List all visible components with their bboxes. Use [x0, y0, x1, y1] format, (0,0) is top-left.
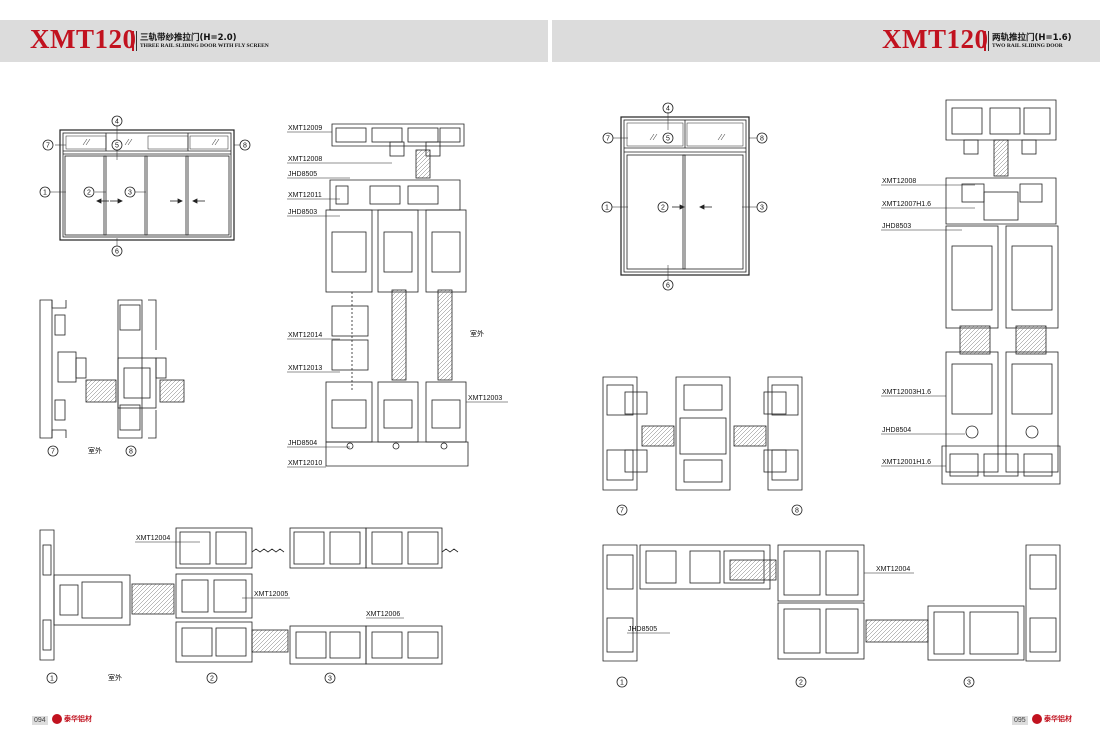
r-label-JHD8505: JHD8505: [628, 626, 657, 633]
r-label-XMT12007H1.6: XMT12007H1.6: [882, 201, 931, 208]
label-JHD8503: JHD8503: [288, 209, 317, 216]
r-detail-callout-8-text: 8: [795, 508, 799, 515]
label-JHD8505: JHD8505: [288, 171, 317, 178]
label-XMT12003: XMT12003: [468, 395, 502, 402]
callout-5: [111, 139, 123, 151]
left-horizontal-outdoor-label: 室外: [108, 673, 122, 682]
r-section-callout-2-text: 2: [799, 680, 803, 687]
callout-1: [39, 186, 51, 198]
right-horizontal-section: [602, 544, 1061, 662]
right-title-en: TWO RAIL SLIDING DOOR: [992, 43, 1063, 49]
r-label-XMT12008: XMT12008: [882, 178, 916, 185]
r-label-XMT12003H1.6: XMT12003H1.6: [882, 389, 931, 396]
left-section-outdoor-label: 室外: [470, 329, 484, 338]
left-title-en: THREE RAIL SLIDING DOOR WITH FLY SCREEN: [140, 43, 269, 49]
label-XMT12011: XMT12011: [288, 192, 322, 199]
r-detail-callout-7-text: 7: [620, 508, 624, 515]
r-callout-5-text: 5: [666, 136, 670, 143]
r-label-JHD8504: JHD8504: [882, 427, 911, 434]
label-XMT12010: XMT12010: [288, 460, 322, 467]
left-title-separator: [132, 31, 134, 51]
detail-callout-8-text: 8: [129, 449, 133, 456]
right-detail-callouts: [616, 504, 803, 516]
right-horizontal-leaders: [627, 572, 914, 634]
callout-2-text: 2: [87, 190, 91, 197]
brand-name-right: 泰华铝材: [1044, 715, 1072, 723]
left-elevation: [50, 125, 240, 246]
callout-6: [111, 245, 123, 257]
right-elevation-callouts: [601, 102, 768, 291]
section-callout-3-text: 3: [328, 676, 332, 683]
callout-6-text: 6: [115, 249, 119, 256]
r-label-XMT12001H1.6: XMT12001H1.6: [882, 459, 931, 466]
right-title-separator: [984, 31, 986, 51]
right-detail-7-8: [602, 376, 803, 491]
right-vertical-section: [941, 99, 1061, 485]
callout-3-text: 3: [128, 190, 132, 197]
right-elevation: [612, 112, 757, 280]
callout-7-text: 7: [46, 143, 50, 150]
left-detail-outdoor-label: 室外: [88, 446, 102, 455]
label-XMT12014: XMT12014: [288, 332, 322, 339]
r-callout-8-text: 8: [760, 136, 764, 143]
left-horizontal-leaders: [135, 541, 404, 619]
label-XMT12005: XMT12005: [254, 591, 288, 598]
left-title-cn: 三轨带纱推拉门(H=2.0): [140, 33, 237, 43]
left-model-title: XMT120: [30, 24, 137, 54]
left-vertical-leaders: [287, 131, 508, 468]
right-vertical-leaders: [881, 184, 975, 467]
right-title-separator-thin: [988, 31, 989, 51]
detail-callout-7-text: 7: [51, 449, 55, 456]
r-section-callout-1-text: 1: [620, 680, 624, 687]
callout-5-text: 5: [115, 143, 119, 150]
r-section-callout-3-text: 3: [967, 680, 971, 687]
brand-name-left: 泰华铝材: [64, 715, 92, 723]
callout-7: [42, 139, 54, 151]
callout-8-text: 8: [243, 143, 247, 150]
left-detail-7-8: [39, 299, 185, 439]
left-title-separator-thin: [136, 31, 137, 51]
right-header-bar: [552, 20, 1100, 62]
label-JHD8504: JHD8504: [288, 440, 317, 447]
r-label-JHD8503: JHD8503: [882, 223, 911, 230]
label-XMT12009: XMT12009: [288, 125, 322, 132]
callout-2: [83, 186, 95, 198]
r-callout-6-text: 6: [666, 283, 670, 290]
r-callout-2-text: 2: [661, 205, 665, 212]
left-page-number: 094: [32, 716, 48, 725]
right-title-cn: 两轨推拉门(H=1.6): [992, 33, 1072, 43]
r-callout-4-text: 4: [666, 106, 670, 113]
right-page-number: 095: [1012, 716, 1028, 725]
brand-logo-left: [52, 714, 62, 724]
left-section-callouts: [46, 672, 336, 684]
r-label-XMT12004: XMT12004: [876, 566, 910, 573]
section-callout-1-text: 1: [50, 676, 54, 683]
label-XMT12013: XMT12013: [288, 365, 322, 372]
callout-4: [111, 115, 123, 127]
label-XMT12006: XMT12006: [366, 611, 400, 618]
brand-logo-right: [1032, 714, 1042, 724]
r-callout-3-text: 3: [760, 205, 764, 212]
callout-8: [239, 139, 251, 151]
callout-4-text: 4: [115, 119, 119, 126]
r-callout-7-text: 7: [606, 136, 610, 143]
right-section-callouts: [616, 676, 975, 688]
left-horizontal-section: [39, 527, 459, 665]
callout-3: [124, 186, 136, 198]
label-XMT12004: XMT12004: [136, 535, 170, 542]
label-XMT12008: XMT12008: [288, 156, 322, 163]
left-detail-callouts: [47, 445, 137, 457]
right-model-title: XMT120: [882, 24, 989, 54]
callout-1-text: 1: [43, 190, 47, 197]
left-header-bar: [0, 20, 548, 62]
r-callout-1-text: 1: [605, 205, 609, 212]
section-callout-2-text: 2: [210, 676, 214, 683]
left-vertical-section: [325, 123, 469, 467]
left-elevation-callouts: [39, 115, 251, 257]
